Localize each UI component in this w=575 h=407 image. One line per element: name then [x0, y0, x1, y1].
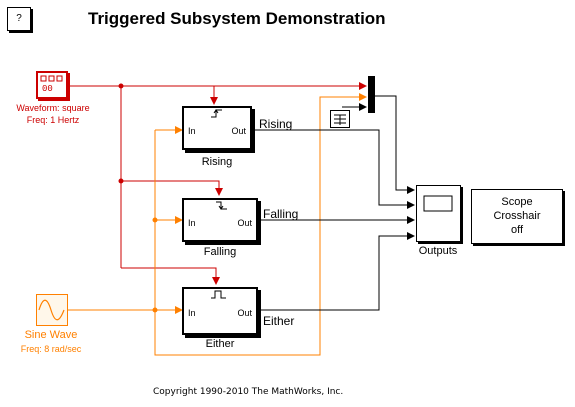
- bus-selector-block[interactable]: [330, 110, 350, 128]
- falling-out-port: Out: [237, 218, 252, 228]
- either-output-line: [258, 232, 415, 311]
- copyright: Copyright 1990-2010 The MathWorks, Inc.: [153, 387, 344, 397]
- crosshair-line1: Scope: [501, 196, 533, 208]
- falling-subsystem-name: Falling: [203, 246, 237, 258]
- pulse-label-freq: Freq: 1 Hertz: [26, 115, 80, 125]
- pulse-generator-block[interactable]: 00: [36, 71, 68, 99]
- bus-selector-icon: [334, 114, 346, 125]
- crosshair-line3: off: [510, 224, 524, 236]
- page-title: Triggered Subsystem Demonstration: [88, 9, 386, 28]
- scope-icon: [423, 195, 453, 212]
- scope-block[interactable]: [416, 185, 461, 242]
- falling-subsystem[interactable]: In Out: [182, 198, 258, 242]
- pulse-generator-icon: [40, 75, 63, 82]
- sine-trunk-line: [154, 93, 367, 356]
- either-signal-label: Either: [263, 314, 295, 328]
- falling-edge-icon: [216, 201, 227, 210]
- crosshair-line2: Crosshair: [493, 210, 541, 222]
- rising-out-port: Out: [231, 126, 246, 136]
- sine-label: Sine Wave: [24, 329, 78, 341]
- pulse-display: 00: [42, 84, 53, 94]
- either-subsystem[interactable]: In Out: [182, 287, 258, 335]
- help-button[interactable]: ?: [7, 7, 31, 31]
- scope-name: Outputs: [418, 245, 458, 257]
- rising-edge-icon: [211, 109, 222, 118]
- either-edge-icon: [211, 290, 226, 299]
- either-out-port: Out: [237, 308, 252, 318]
- mux-icon[interactable]: [368, 76, 375, 113]
- pulse-label-waveform: Waveform: square: [16, 103, 90, 113]
- pulse-to-either-trigger: [121, 267, 220, 285]
- either-in-port: In: [188, 308, 196, 318]
- rising-in-port: In: [188, 126, 196, 136]
- sine-freq-label: Freq: 8 rad/sec: [20, 344, 82, 354]
- falling-signal-label: Falling: [263, 207, 299, 221]
- rising-signal-label: Rising: [259, 117, 293, 131]
- rising-subsystem[interactable]: In Out: [182, 106, 252, 150]
- falling-in-port: In: [188, 218, 196, 228]
- sine-wave-icon: [38, 299, 65, 321]
- mux-output-line: [375, 95, 415, 194]
- rising-subsystem-name: Rising: [201, 156, 233, 168]
- sine-wave-block[interactable]: [36, 294, 68, 326]
- rising-output-line: [255, 129, 415, 209]
- either-subsystem-name: Either: [205, 338, 235, 350]
- crosshair-toggle[interactable]: Scope Crosshair off: [471, 189, 563, 244]
- pulse-to-falling-trigger: [121, 180, 223, 196]
